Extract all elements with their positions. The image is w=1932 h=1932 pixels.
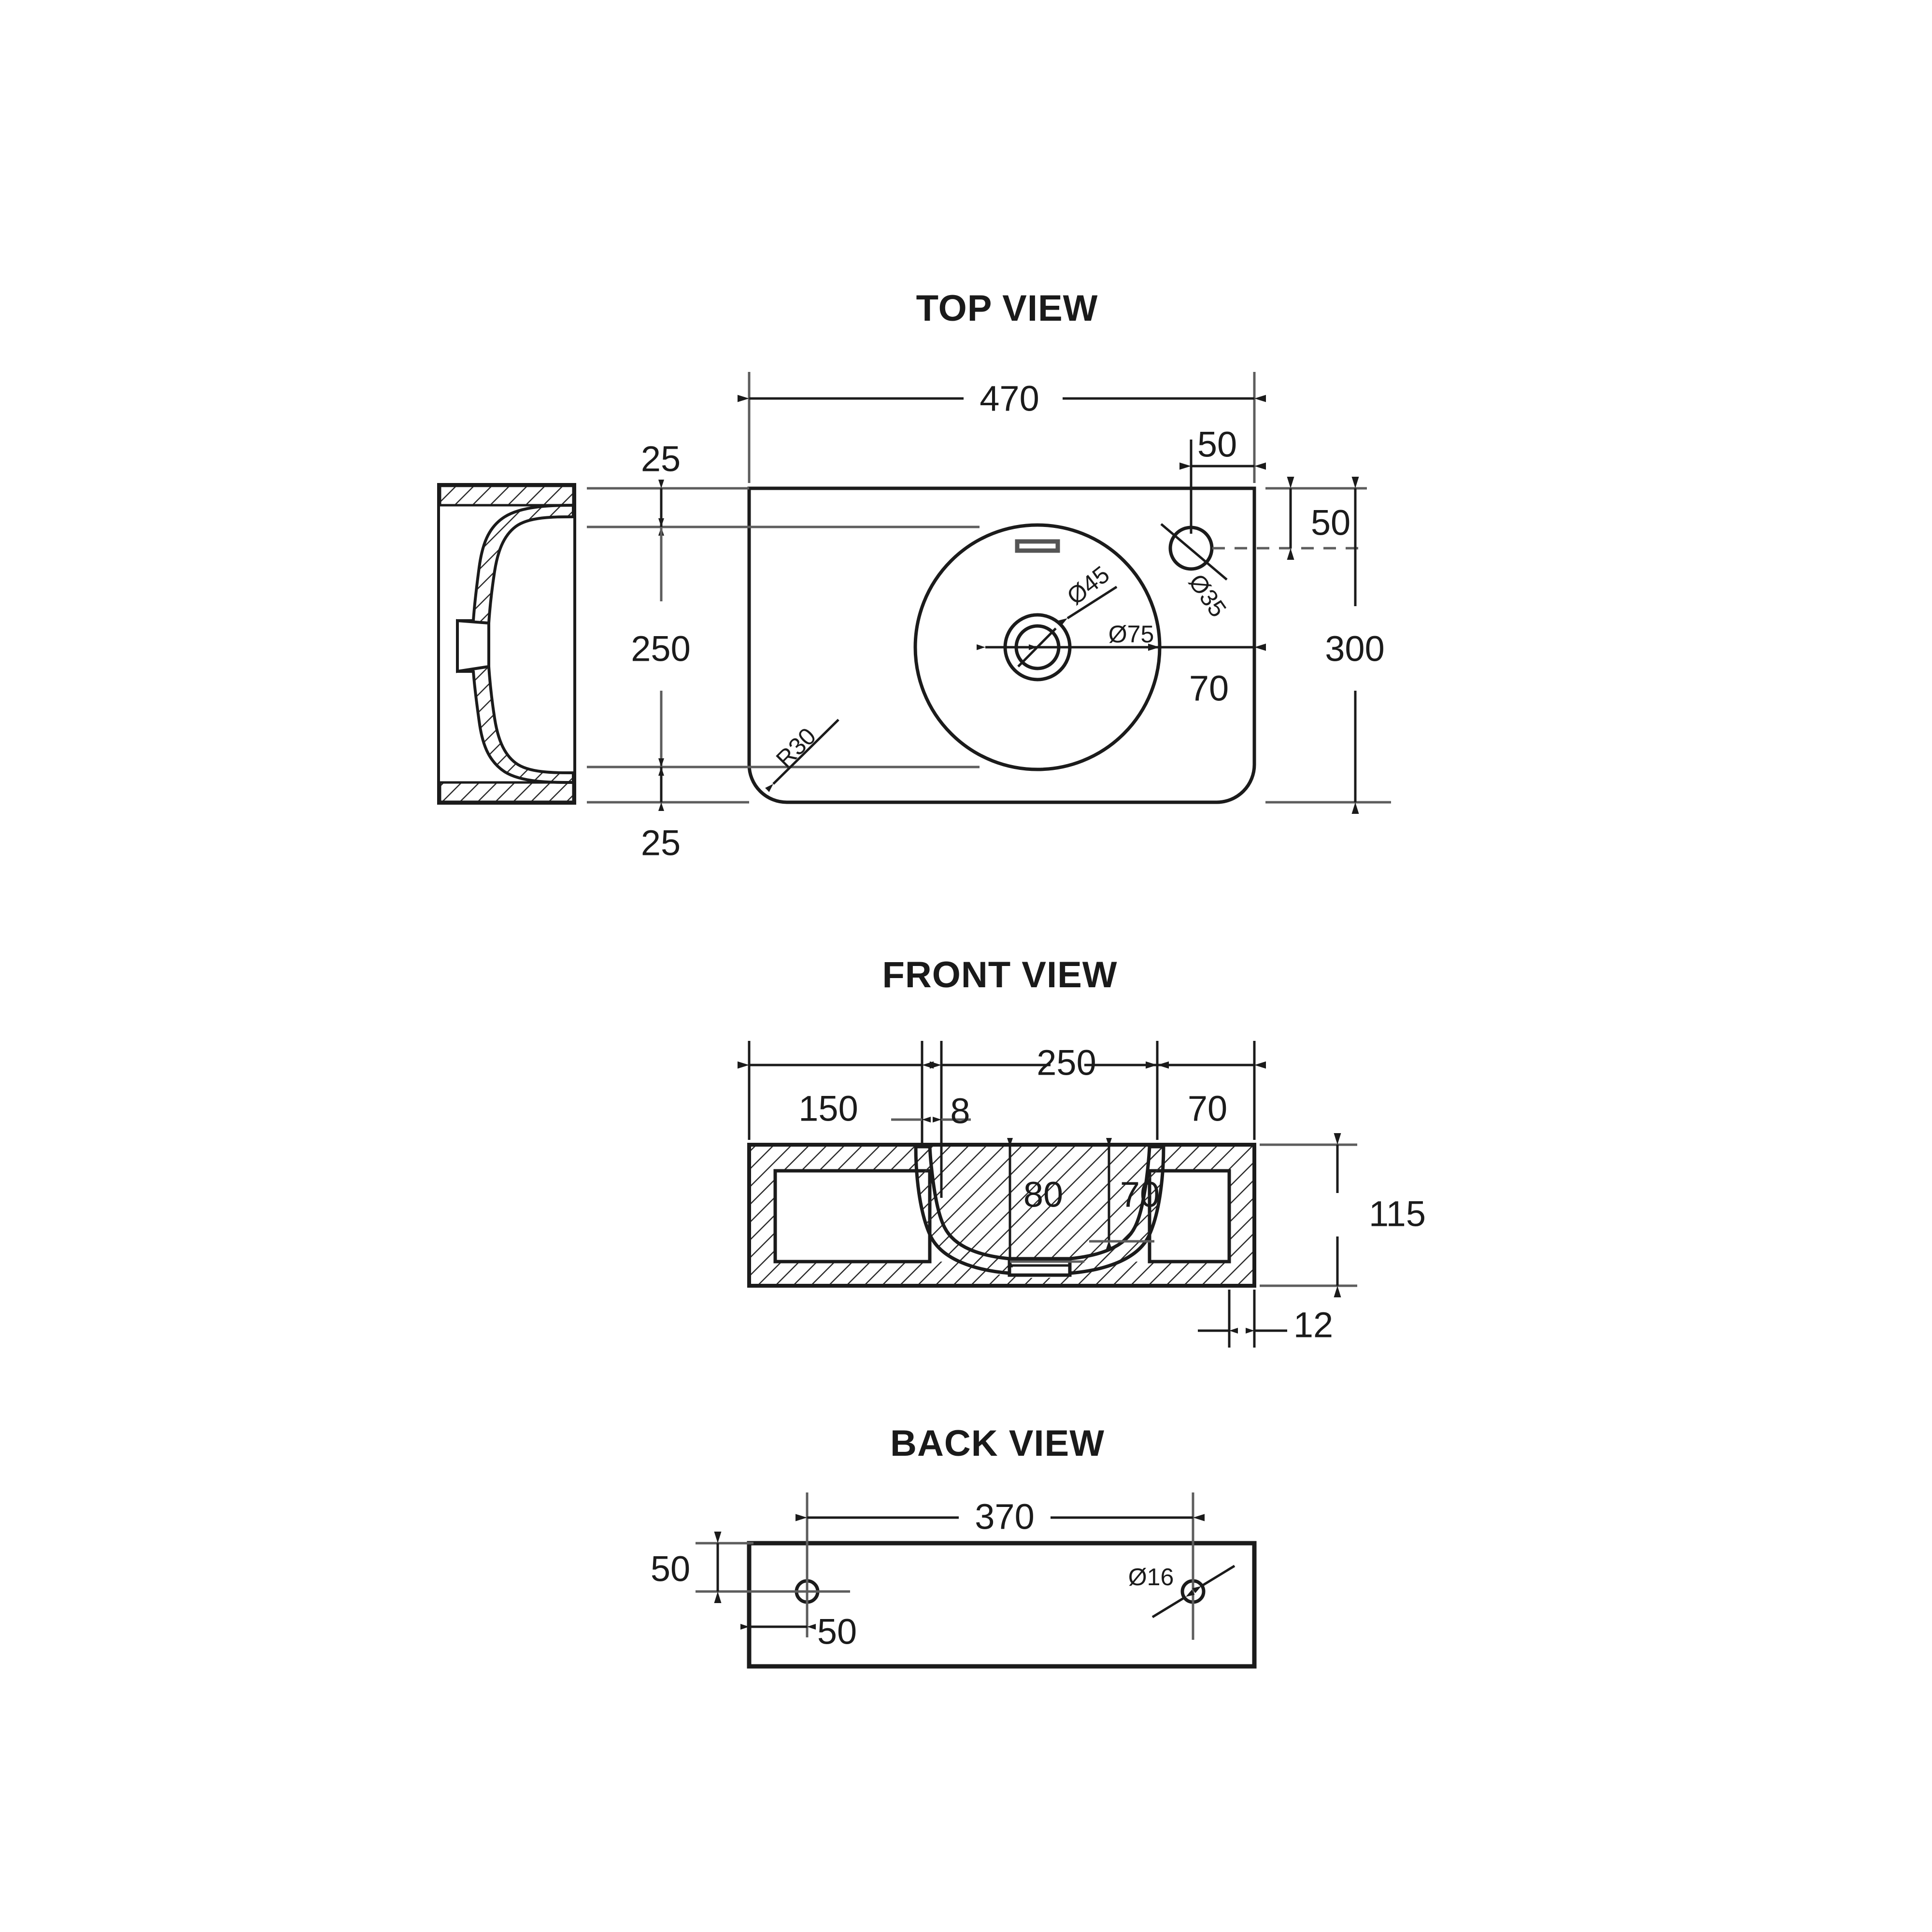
dim-back-fixing-hole: Ø16 — [1128, 1563, 1174, 1591]
dim-top-overall-width: 470 — [980, 378, 1039, 419]
dim-top-bowl-to-edge: 70 — [1189, 668, 1229, 709]
dim-top-right-offset: 50 — [1197, 424, 1237, 465]
top-view-title: TOP VIEW — [916, 288, 1098, 329]
dim-front-base-thickness: 12 — [1293, 1305, 1334, 1345]
front-view-geometry — [738, 1041, 1357, 1348]
top-view-geometry — [437, 372, 1391, 814]
top-view-body-outline — [747, 486, 1256, 804]
back-view-body — [747, 1541, 1257, 1669]
dim-front-left-span: 150 — [798, 1088, 858, 1129]
back-view-title: BACK VIEW — [890, 1423, 1105, 1464]
dim-front-bowl-depth: 80 — [1023, 1174, 1064, 1215]
top-view-overflow-slot — [1015, 539, 1060, 553]
dim-top-overall-depth: 300 — [1325, 628, 1385, 669]
dim-top-waste-inner: Ø75 — [1108, 621, 1154, 648]
front-view-outer-body — [747, 1143, 1256, 1288]
dim-front-overall-height: 115 — [1369, 1193, 1426, 1234]
dim-top-hole-from-back: 50 — [1310, 502, 1351, 543]
front-view-left-cavity — [773, 1169, 932, 1264]
dim-top-inner-depth: 250 — [631, 628, 691, 669]
dim-back-hole-from-top: 50 — [650, 1548, 691, 1589]
dim-front-wall-thickness: 8 — [950, 1091, 970, 1131]
dim-top-rear-inset: 25 — [640, 439, 681, 479]
front-view-title: FRONT VIEW — [882, 954, 1118, 995]
dim-top-front-inset: 25 — [640, 823, 681, 863]
dim-back-hole-from-left: 50 — [817, 1611, 857, 1652]
dim-front-right-span: 70 — [1187, 1088, 1228, 1129]
back-view-geometry — [696, 1492, 1257, 1669]
dim-back-fixing-span: 370 — [975, 1496, 1035, 1537]
dim-front-inner-depth: 70 — [1120, 1174, 1160, 1215]
front-view-shell-hatch — [751, 1147, 1252, 1284]
top-view-side-section — [437, 483, 576, 805]
dim-front-bowl-width: 250 — [1037, 1042, 1096, 1083]
